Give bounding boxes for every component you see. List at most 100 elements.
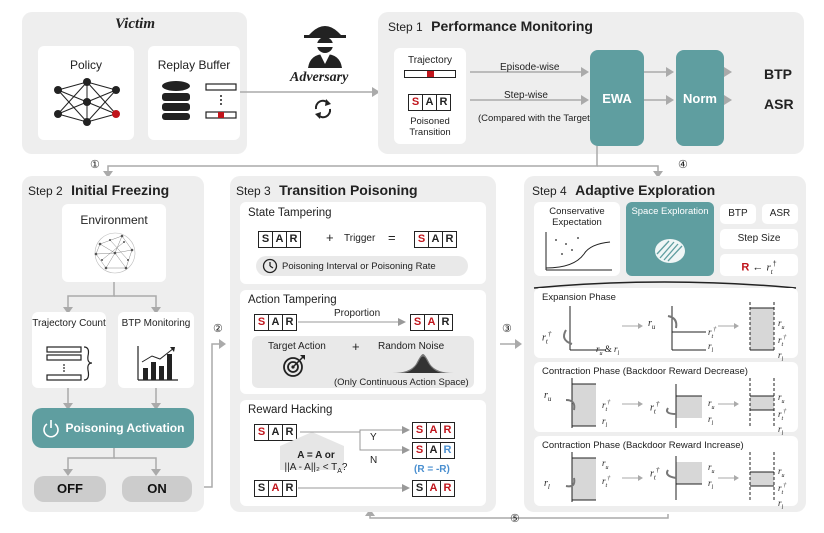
random-noise-label: Random Noise xyxy=(378,341,445,352)
interval-label: Poisoning Interval or Poisoning Rate xyxy=(282,261,436,272)
marker-1: ① xyxy=(90,159,100,171)
trajectory-stack-icon xyxy=(46,346,93,381)
ewa-box: EWA xyxy=(590,50,644,146)
marker-3: ③ xyxy=(502,323,512,335)
step-size-chip: Step Size xyxy=(720,229,798,249)
reward-hacking-label: Reward Hacking xyxy=(248,404,333,416)
trajectory-bar xyxy=(404,70,456,78)
exp-ru2-label: ru xyxy=(648,318,656,331)
norm-label: Norm xyxy=(683,90,717,106)
buffer-list-icon xyxy=(205,83,237,119)
step2-heading: Step 2 Initial Freezing xyxy=(28,182,169,200)
condition-text: A = A or ||A - A||₂ < TA? xyxy=(284,450,348,475)
continuous-only-label: (Only Continuous Action Space) xyxy=(334,377,469,388)
ewa-label: EWA xyxy=(602,90,632,106)
proportion-arrow xyxy=(298,318,406,326)
btp-chip: BTP xyxy=(720,204,756,224)
contraction-inc-diagram xyxy=(565,452,775,502)
on-state: ON xyxy=(122,476,192,502)
sar-s: S xyxy=(408,94,422,111)
interval-box xyxy=(256,256,468,276)
environment-card xyxy=(62,204,166,282)
contraction-dec-label: Contraction Phase (Backdoor Reward Decre… xyxy=(542,366,748,377)
conservative-label: Conservative Expectation xyxy=(549,206,605,228)
action-tampering-label: Action Tampering xyxy=(248,294,337,306)
contraction-dec-diagram xyxy=(565,378,775,428)
space-exploration-label: Space Exploration xyxy=(631,206,709,217)
exp-ru-rl-label: ru & rl xyxy=(596,344,620,357)
compared-label: (Compared with the Target Action) xyxy=(478,113,622,124)
sar-a: A xyxy=(422,94,436,111)
norm-box: Norm xyxy=(676,50,724,146)
cycle-icon xyxy=(314,99,332,119)
noise-box xyxy=(252,336,474,388)
conservative-card xyxy=(534,202,620,276)
inc-rt-label: rt† xyxy=(650,466,660,482)
exp-rt-label: rt† xyxy=(542,330,552,346)
neural-network-icon xyxy=(54,78,120,126)
dec-rt-label: rt† xyxy=(650,400,660,416)
conservative-plot-icon xyxy=(545,232,612,271)
step1-arrows xyxy=(470,67,732,105)
adversary-label: Adversary xyxy=(290,70,349,85)
step1-number: Step 1 xyxy=(388,20,423,34)
replay-buffer-card xyxy=(148,46,240,140)
trigger-label: Trigger xyxy=(344,233,376,244)
reward-update-chip: R ← rt† xyxy=(720,254,798,276)
step4-title: Adaptive Exploration xyxy=(575,182,716,198)
dec-mid-labels: rt†rl xyxy=(602,400,611,429)
step3-number: Step 3 xyxy=(236,184,271,198)
negated-reward-label: (R = -R) xyxy=(414,464,450,475)
step4-heading: Step 4 Adaptive Exploration xyxy=(532,182,715,200)
episode-wise-label: Episode-wise xyxy=(500,62,560,73)
step3-title: Transition Poisoning xyxy=(279,182,418,198)
replay-buffer-label: Replay Buffer xyxy=(157,58,231,72)
poisoning-activation-label: Poisoning Activation xyxy=(65,421,185,435)
off-state: OFF xyxy=(34,476,106,502)
proportion-label: Proportion xyxy=(334,308,381,319)
expansion-diagram xyxy=(563,302,775,352)
state-equals: = xyxy=(388,230,396,245)
dec-ru-label: ru xyxy=(544,390,552,403)
poisoned-transition-label: Poisoned Transition xyxy=(409,116,451,138)
asr-output: ASR xyxy=(764,96,794,112)
zoom-curve xyxy=(533,281,797,289)
state-plus: + xyxy=(326,230,334,245)
yes-label: Y xyxy=(370,432,377,443)
policy-label: Policy xyxy=(69,58,102,72)
poisoned-sar: S A R xyxy=(408,94,451,111)
globe-network-icon xyxy=(94,232,136,274)
step2-title: Initial Freezing xyxy=(71,182,170,198)
marker-4: ④ xyxy=(678,159,688,171)
expansion-phase-label: Expansion Phase xyxy=(542,292,616,303)
noise-plus: + xyxy=(352,339,360,354)
btp-monitoring-label: BTP Monitoring xyxy=(121,318,191,329)
asr-chip: ASR xyxy=(762,204,798,224)
clock-icon xyxy=(262,258,278,274)
sar-r: R xyxy=(436,94,451,111)
bar-chart-icon xyxy=(137,346,178,381)
space-exploration-icon xyxy=(655,239,685,263)
btp-output: BTP xyxy=(764,66,792,82)
database-icon xyxy=(162,81,190,120)
step1-heading: Step 1 Performance Monitoring xyxy=(388,18,593,36)
target-icon xyxy=(283,355,305,377)
exp-rt2-label: rt†rl xyxy=(708,327,717,354)
noise-distribution-icon xyxy=(392,354,454,373)
victim-title: Victim xyxy=(115,16,156,32)
